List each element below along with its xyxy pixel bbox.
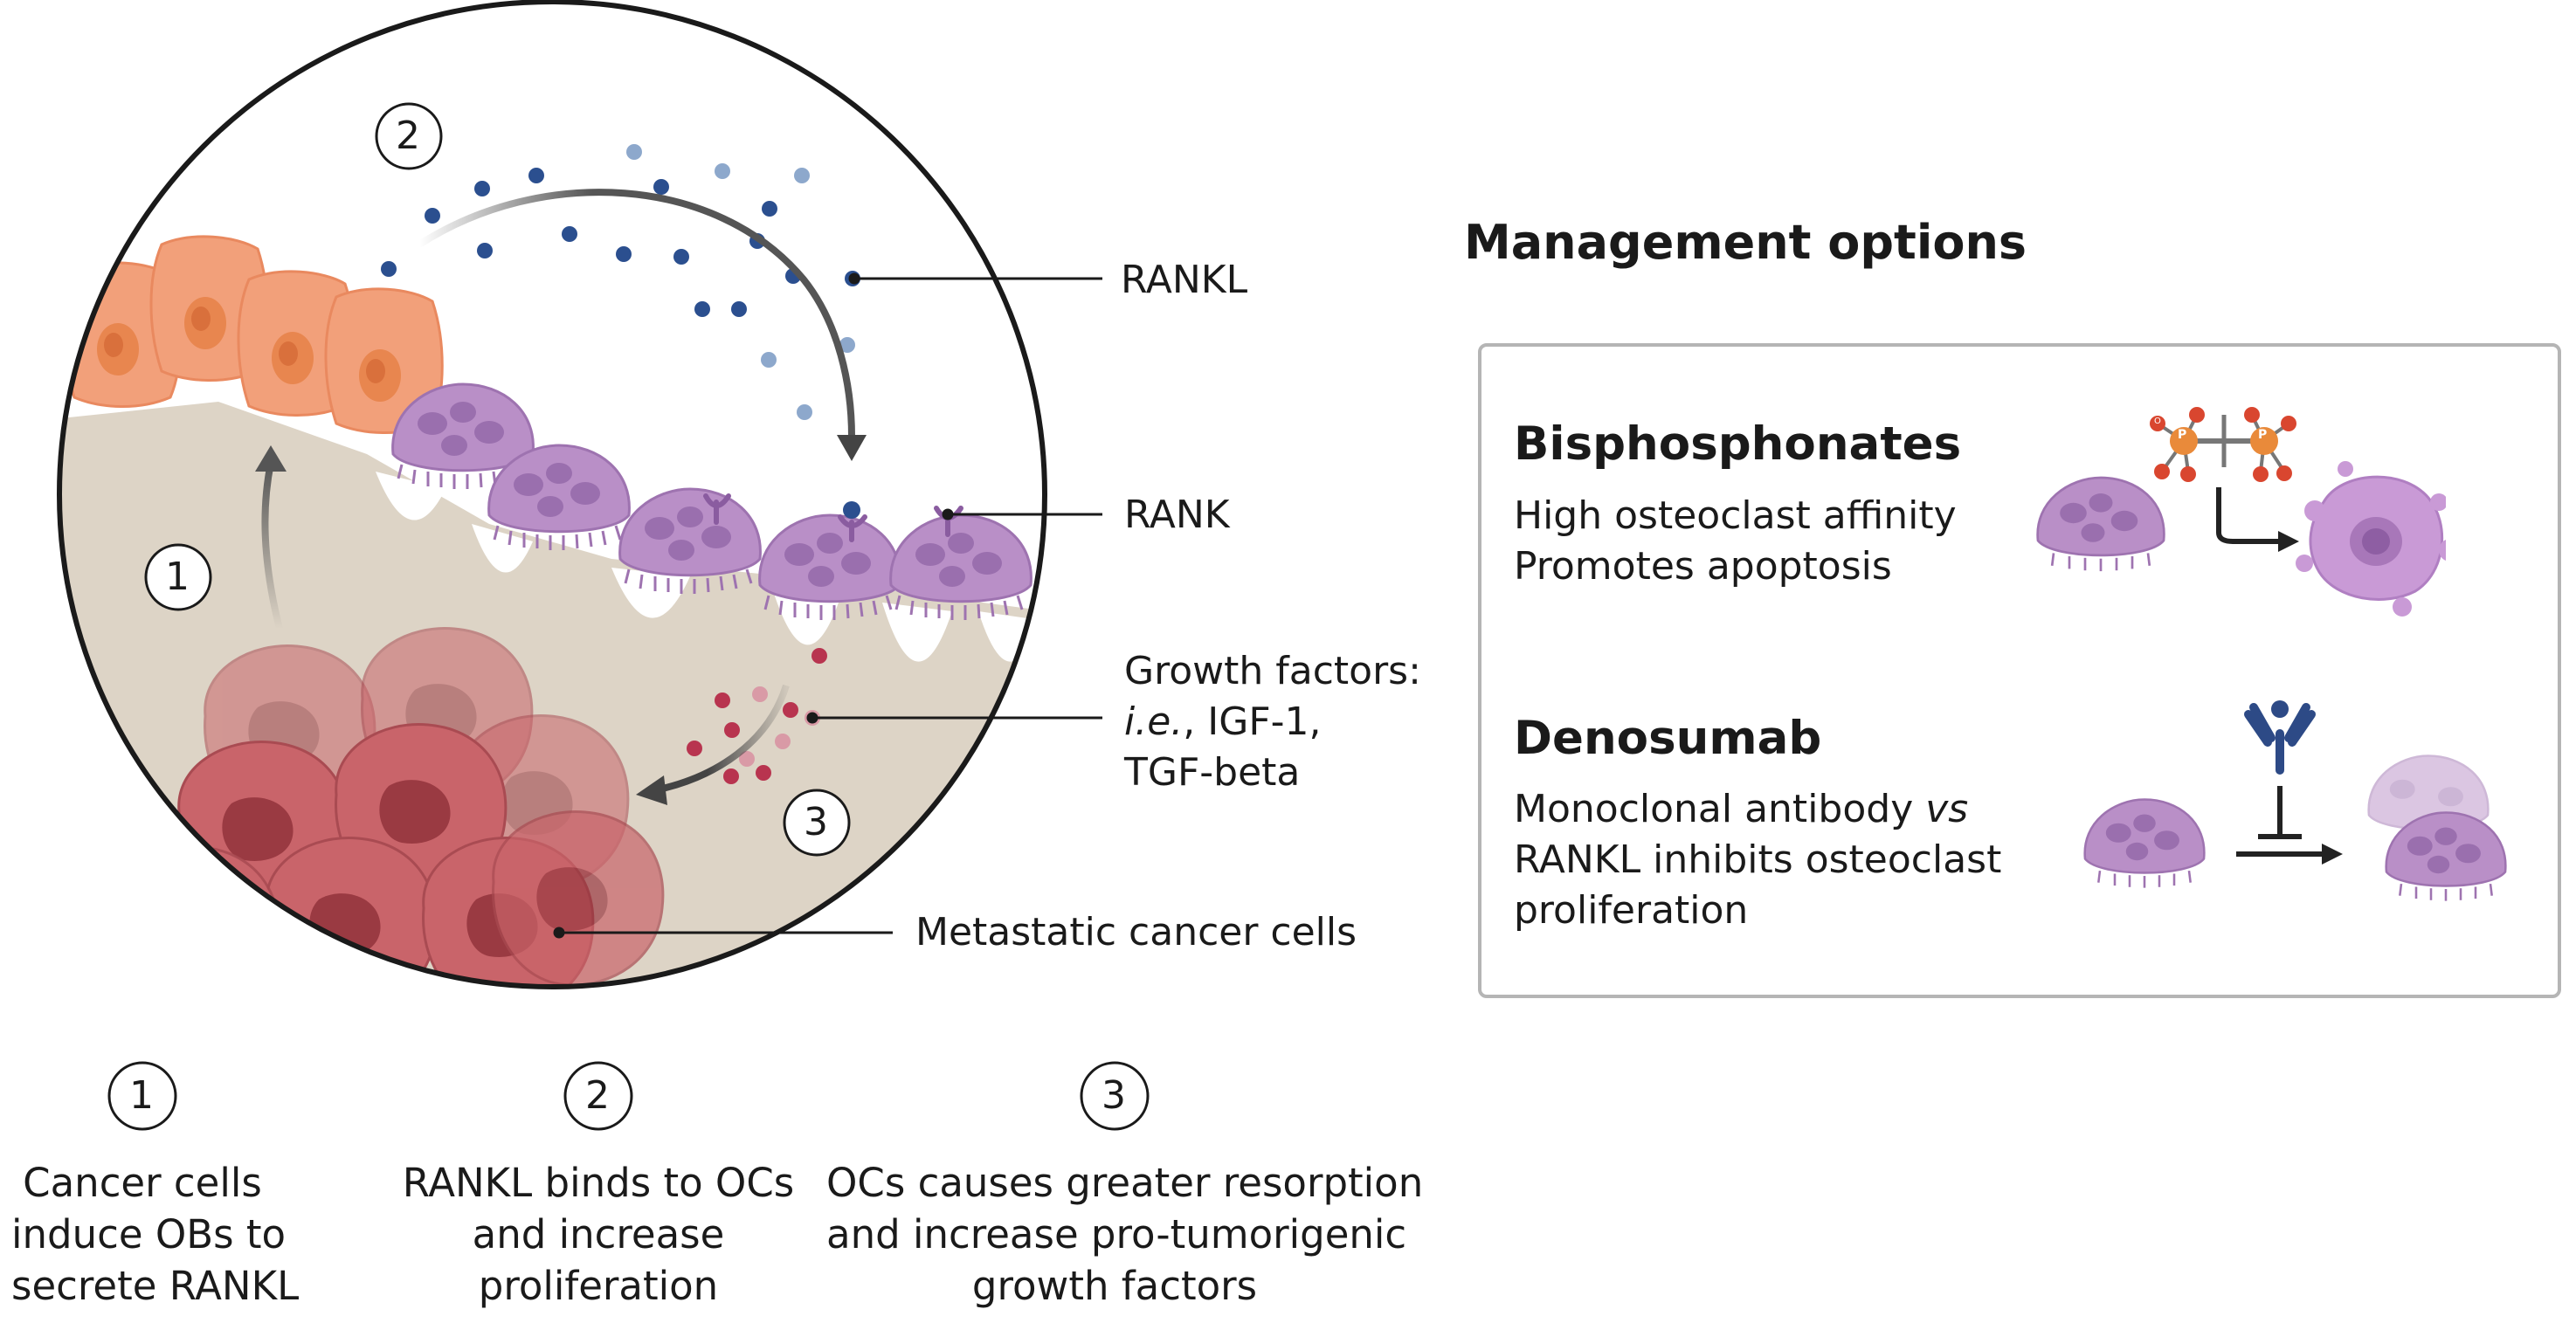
bisphosphonates-heading: Bisphosphonates (1514, 417, 1962, 471)
growth-factors-label: Growth factors: i.e., IGF-1, TGF-beta (1124, 646, 1421, 798)
step-marker-1-number: 1 (165, 555, 190, 599)
growth-factors-line-1: Growth factors: (1124, 649, 1421, 693)
growth-factors-line-3: TGF-beta (1124, 750, 1301, 795)
step-marker-2 (375, 102, 443, 170)
bisphosphonate-molecule-icon (2150, 407, 2296, 482)
rank-label: RANK (1124, 493, 1230, 537)
management-options-title: Management options (1464, 215, 2027, 270)
legend-step-3-number: 3 (1102, 1073, 1126, 1118)
denosumab-illustration (2083, 700, 2507, 901)
step-marker-1 (144, 543, 212, 611)
bisphosphonates-description: High osteoclast affinity Promotes apopto… (1514, 493, 1957, 589)
denosumab-description: Monoclonal antibody vs RANKL inhibits os… (1514, 787, 2002, 933)
legend-step-1-number: 1 (129, 1073, 154, 1118)
step-marker-3-number: 3 (804, 800, 828, 844)
legend-step-2-text: RANKL binds to OCs and increase prolifer… (402, 1160, 795, 1309)
antibody-icon (2244, 703, 2316, 775)
phosphorus-label-1: P (2178, 428, 2187, 442)
bone-microenvironment-diagram (57, 0, 1102, 989)
arrow-step-2 (417, 189, 855, 438)
growth-factors-line-2: i.e., IGF-1, (1124, 699, 1322, 744)
step-marker-3 (783, 789, 851, 857)
leader-lines (553, 272, 1102, 939)
denosumab-heading: Denosumab (1514, 712, 1822, 765)
arrow-step-3 (654, 684, 790, 794)
legend-step-1-text: Cancer cells induce OBs to secrete RANKL (11, 1160, 300, 1309)
growth-factor-dots (687, 648, 827, 784)
legend-step-3-text: OCs causes greater resorption and increa… (826, 1160, 1424, 1309)
step-legend-markers (107, 1061, 1150, 1131)
management-options-box (1478, 343, 2561, 998)
oxygen-label: O (2154, 417, 2161, 426)
legend-step-2-number: 2 (585, 1073, 610, 1118)
bisphosphonate-illustration (2036, 407, 2446, 617)
rankl-label: RANKL (1121, 258, 1248, 302)
step-marker-2-number: 2 (396, 114, 420, 158)
metastatic-cancer-cells-label: Metastatic cancer cells (915, 910, 1357, 954)
phosphorus-label-2: P (2258, 428, 2268, 442)
arrow-step-1 (261, 462, 283, 630)
